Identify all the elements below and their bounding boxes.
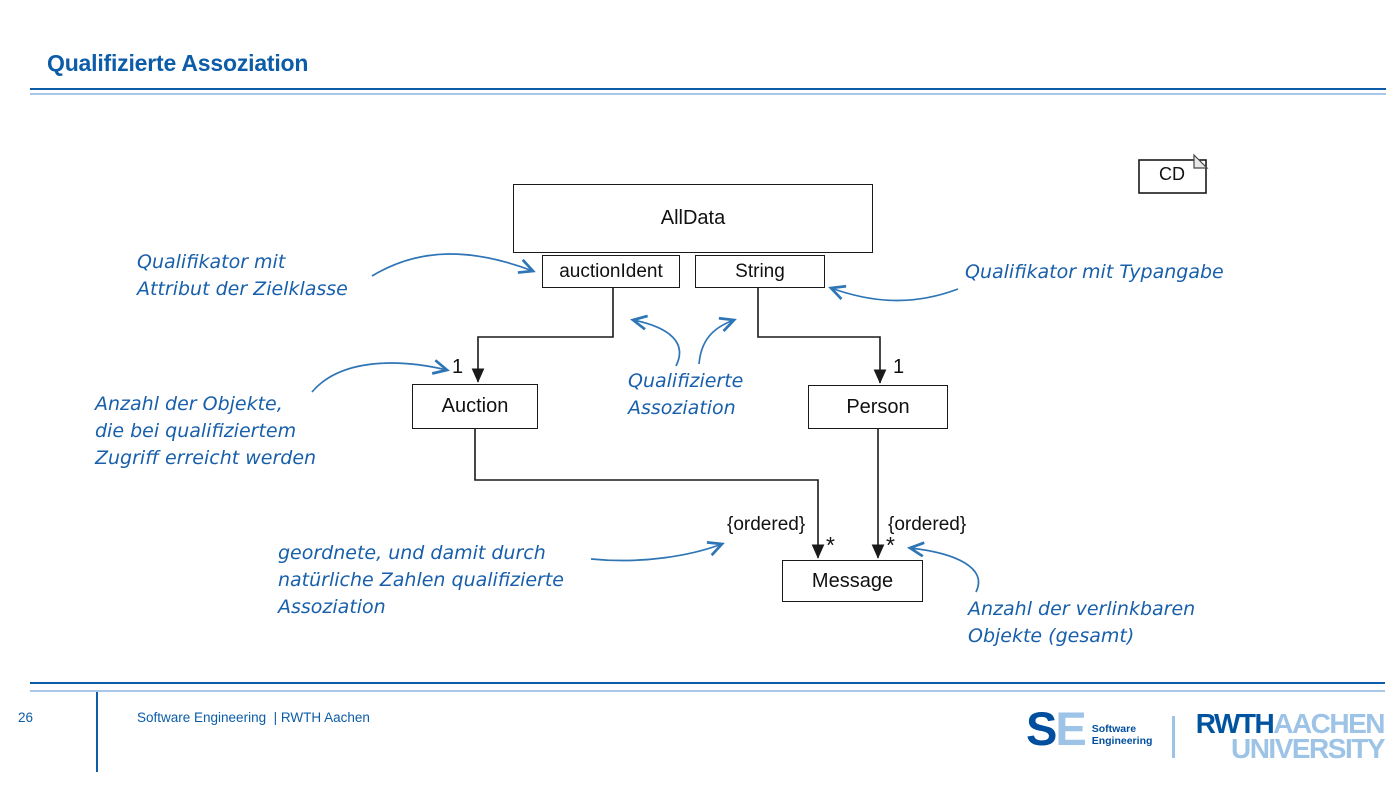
class-person: Person — [808, 385, 948, 429]
constraint-ordered-left: {ordered} — [727, 514, 806, 535]
class-auction: Auction — [412, 384, 538, 429]
class-message: Message — [782, 560, 923, 602]
arrow-qualified-assoc-left — [630, 314, 681, 367]
page-title: Qualifizierte Assoziation — [47, 50, 309, 76]
arrow-linkable-objects — [906, 541, 980, 593]
logo-divider — [1172, 716, 1175, 758]
class-alldata: AllData — [513, 184, 873, 253]
header-rule-dark — [30, 88, 1386, 90]
annotation-qualified-association: Qualifizierte Assoziation — [628, 370, 744, 419]
rwth-logo: RWTHAACHEN UNIVERSITY — [1180, 708, 1386, 764]
footer-rule-dark — [30, 682, 1385, 684]
rwth-logo-line1: RWTHAACHEN — [1195, 708, 1386, 739]
multiplicity-many-left: * — [826, 532, 835, 558]
rwth-logo-line2: UNIVERSITY — [1230, 733, 1386, 764]
assoc-alldata-person — [757, 288, 887, 384]
arrow-qualified-assoc-right — [698, 316, 737, 365]
multiplicity-many-right: * — [886, 532, 895, 558]
header-rule-light — [30, 93, 1386, 95]
assoc-auction-message — [474, 429, 825, 559]
cd-note-frame — [1138, 153, 1209, 194]
cd-note-label: CD — [1159, 164, 1185, 184]
se-logo-s: S — [1026, 702, 1057, 755]
annotation-ordered-association: geordnete, und damit durch natürliche Za… — [278, 542, 564, 618]
qualifier-string: String — [695, 255, 825, 288]
footer-rule-light — [30, 690, 1385, 692]
multiplicity-one-person: 1 — [893, 356, 905, 378]
se-logo-e: E — [1055, 702, 1086, 755]
annotation-object-count: Anzahl der Objekte, die bei qualifiziert… — [95, 393, 317, 469]
cd-note-fold — [1193, 153, 1209, 169]
se-logo-caption: Software Engineering — [1091, 723, 1153, 747]
annotation-linkable-objects: Anzahl der verlinkbaren Objekte (gesamt) — [968, 598, 1196, 647]
cd-note: CD — [1138, 152, 1212, 196]
annotation-qualifier-type: Qualifikator mit Typangabe — [965, 261, 1224, 283]
qualifier-auctionident: auctionIdent — [542, 255, 680, 288]
page-number: 26 — [18, 710, 34, 725]
assoc-alldata-auction — [471, 288, 614, 383]
arrow-qualifier-type — [828, 284, 959, 302]
annotation-qualifier-attribute: Qualifikator mit Attribut der Zielklasse — [137, 251, 348, 300]
se-logo: S E Software Engineering — [1026, 702, 1153, 755]
arrow-ordered-association — [590, 541, 725, 562]
arrow-object-count — [311, 359, 450, 393]
footer-text: Software Engineering | RWTH Aachen — [137, 710, 370, 725]
constraint-ordered-right: {ordered} — [888, 514, 967, 535]
arrow-qualifier-attribute — [371, 253, 536, 277]
footer-divider-line — [96, 692, 98, 772]
multiplicity-one-auction: 1 — [452, 356, 464, 378]
